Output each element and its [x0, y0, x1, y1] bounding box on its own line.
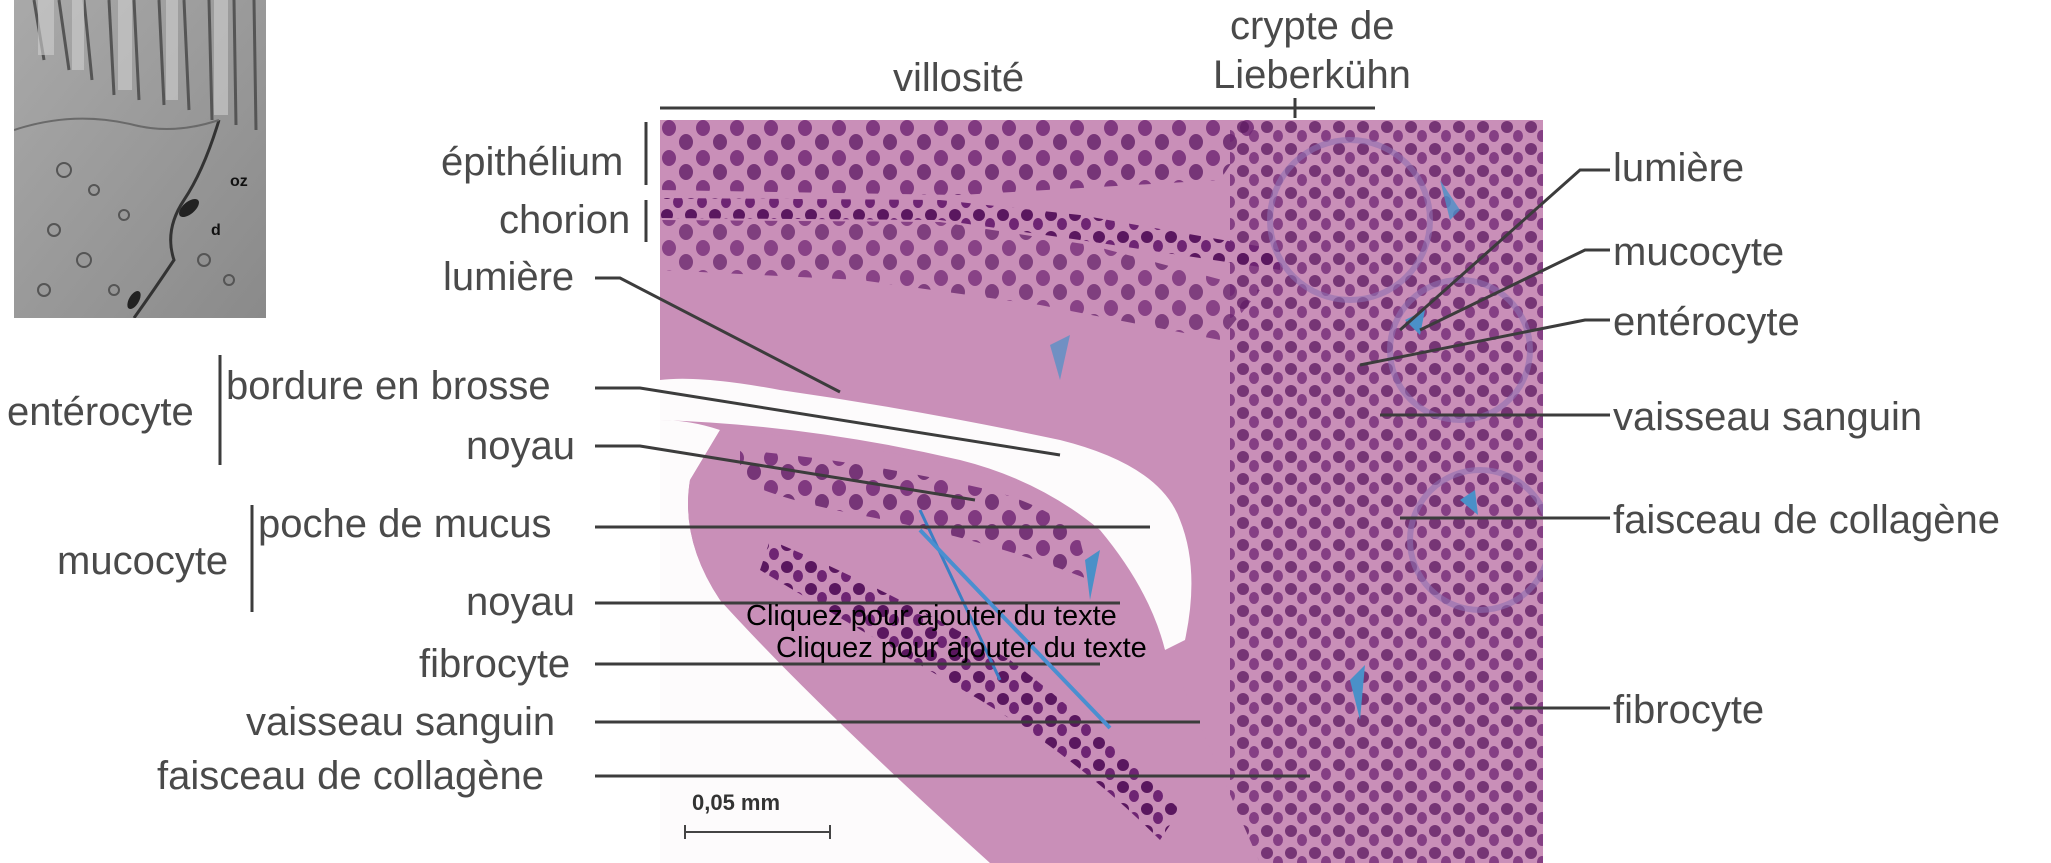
label-vaisseau-right: vaisseau sanguin [1613, 397, 1922, 437]
label-bordure-en-brosse: bordure en brosse [226, 366, 551, 406]
label-lumiere-right: lumière [1613, 148, 1744, 188]
em-label-oz: oz [230, 173, 248, 190]
label-noyau-1: noyau [466, 426, 575, 466]
label-mucocyte-group: mucocyte [57, 541, 228, 581]
label-fibrocyte-left: fibrocyte [419, 644, 570, 684]
placeholder-text-2[interactable]: Cliquez pour ajouter du texte [776, 634, 1147, 663]
label-crypte-line1: crypte de [1230, 6, 1395, 46]
label-enterocyte-group: entérocyte [7, 392, 194, 432]
label-faisceau-left: faisceau de collagène [157, 756, 544, 796]
electron-micrograph-image: oz d [14, 0, 266, 318]
label-fibrocyte-right: fibrocyte [1613, 690, 1764, 730]
label-noyau-2: noyau [466, 582, 575, 622]
label-chorion: chorion [499, 200, 630, 240]
label-lumiere-left: lumière [443, 257, 574, 297]
label-enterocyte-right: entérocyte [1613, 302, 1800, 342]
label-villosite: villosité [893, 58, 1024, 98]
label-poche-de-mucus: poche de mucus [258, 504, 552, 544]
label-crypte-line2: Lieberkühn [1213, 55, 1411, 95]
label-mucocyte-right: mucocyte [1613, 232, 1784, 272]
intestinal-villus-histology-image [660, 120, 1543, 863]
label-faisceau-right: faisceau de collagène [1613, 500, 2000, 540]
label-vaisseau-left: vaisseau sanguin [246, 702, 555, 742]
label-epithelium: épithélium [441, 142, 623, 182]
em-label-d: d [211, 222, 221, 239]
scale-bar-label: 0,05 mm [692, 790, 780, 816]
placeholder-text-1[interactable]: Cliquez pour ajouter du texte [746, 602, 1117, 631]
